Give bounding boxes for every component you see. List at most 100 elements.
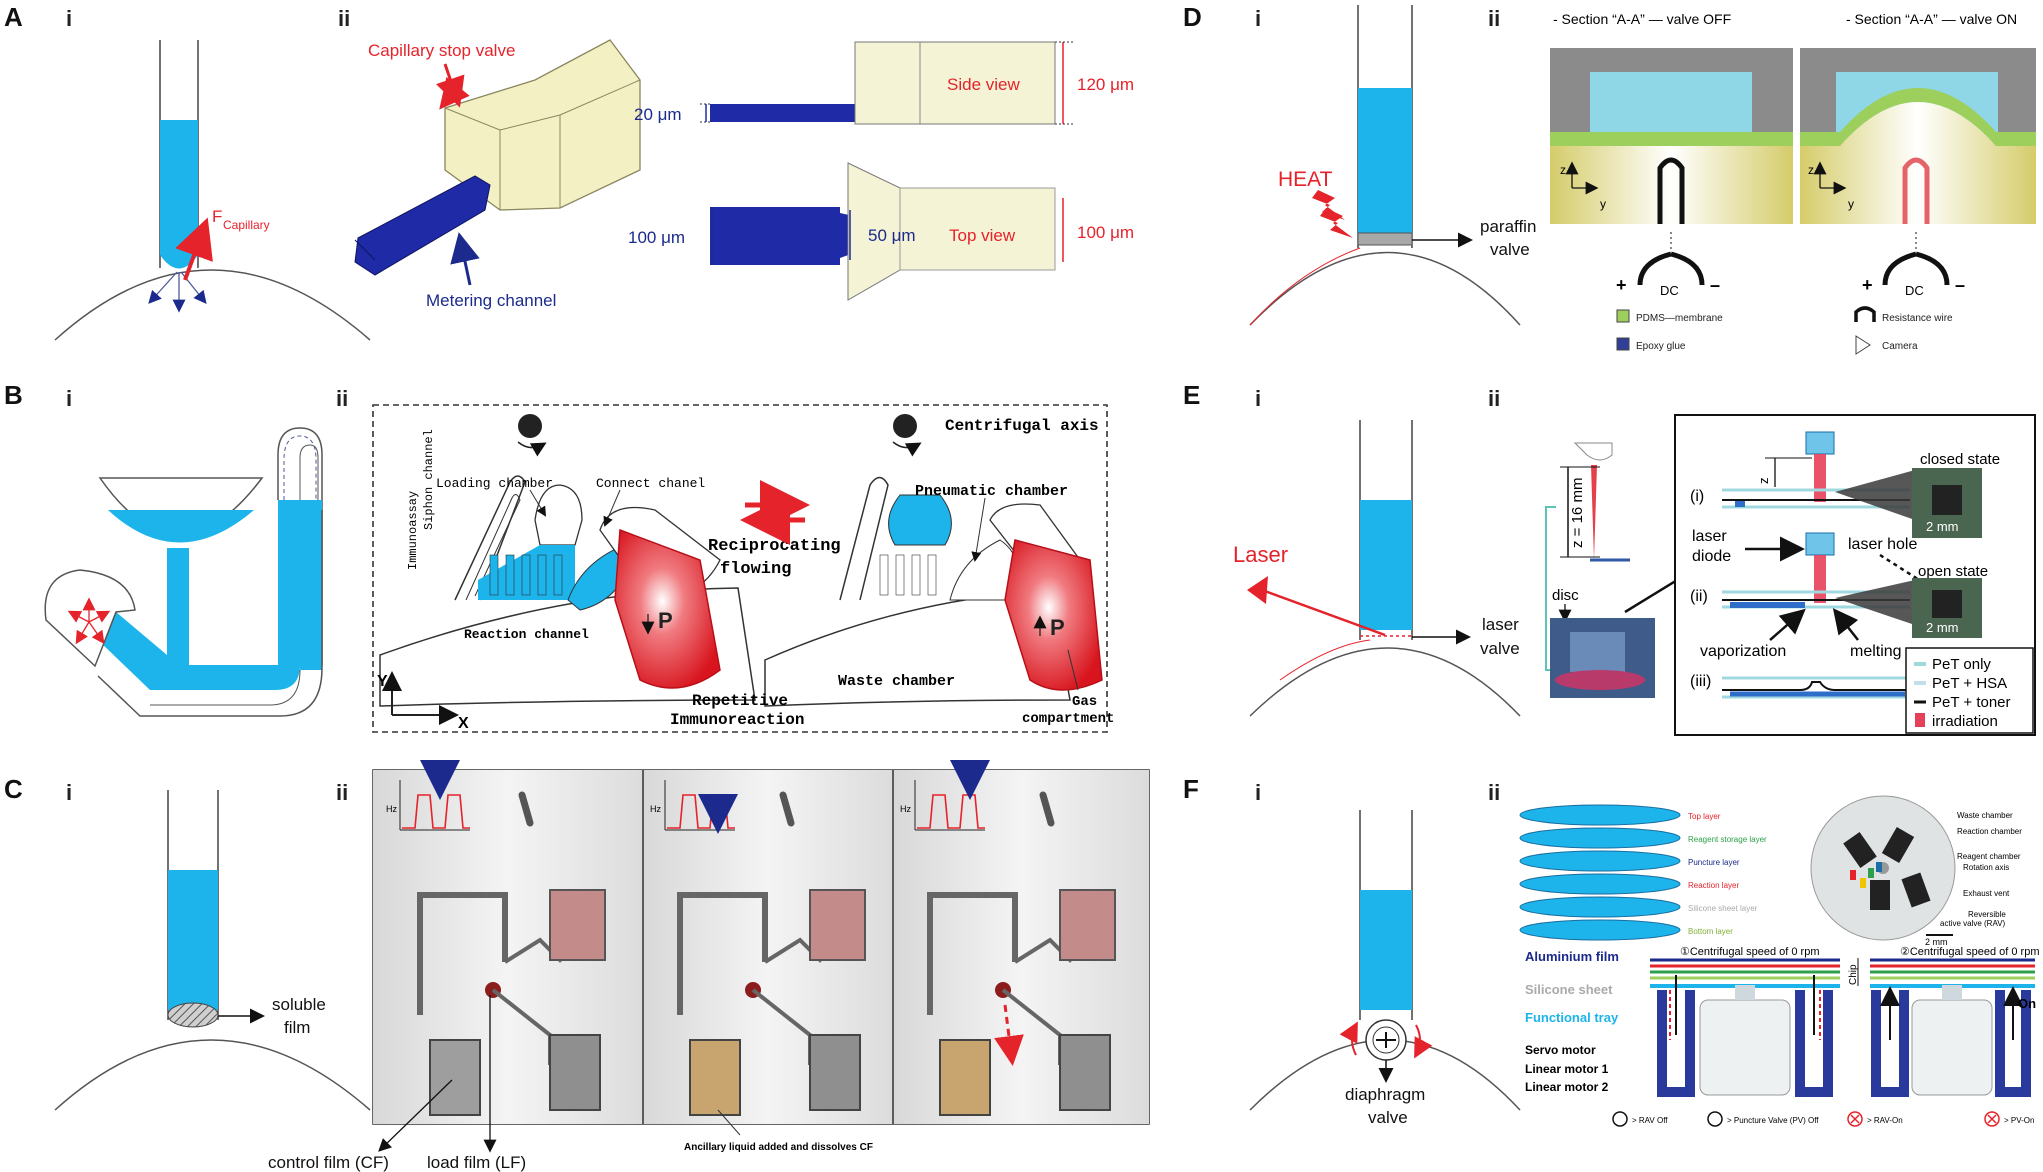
scale-1-label: 2 mm xyxy=(1926,519,1959,534)
legend-pet-hsa: PeT + HSA xyxy=(1932,675,2007,692)
scale-2-label: 2 mm xyxy=(1926,620,1959,635)
laser-diode-label-1: laser xyxy=(1692,528,1727,545)
minus-on: – xyxy=(1955,275,1965,295)
vaporization-label: vaporization xyxy=(1700,643,1786,660)
e-i-laser-diagram: laser valve Laser xyxy=(1233,420,1521,717)
d-ii-section-on: - Section “A-A” — valve ON z y + – DC Re… xyxy=(1800,11,2036,355)
pv-on-label: > PV-On xyxy=(2004,1116,2034,1125)
y-label-off: y xyxy=(1600,197,1606,211)
pv-off-label: > Puncture Valve (PV) Off xyxy=(1727,1116,1819,1125)
laser-diode-label-2: diode xyxy=(1692,548,1731,565)
paraffin-valve-label-2: valve xyxy=(1490,240,1530,259)
repetitive-label-2: Immunoreaction xyxy=(670,711,804,729)
panel-b: B i ii xyxy=(4,380,1114,733)
laser-hole-label: laser hole xyxy=(1848,536,1917,553)
panel-b-i-label: i xyxy=(66,386,72,411)
p-left-label: P xyxy=(658,608,673,633)
panel-a-ii-label: ii xyxy=(338,6,350,31)
f-capillary-subscript: Capillary xyxy=(223,218,270,232)
plus-off: + xyxy=(1616,275,1627,295)
a-ii-top-view: Top view 50 μm 100 μm 100 μm xyxy=(628,162,1134,301)
section-on-label: - Section “A-A” — valve ON xyxy=(1846,11,2017,27)
e-ii-detail: z (i) closed state 2 mm laser diode lase… xyxy=(1690,431,2000,699)
reaction-channel-label: Reaction channel xyxy=(464,627,589,642)
b-ii-disc-left: P xyxy=(379,414,756,707)
servo-motor-label: Servo motor xyxy=(1525,1043,1596,1057)
legend-pet-only: PeT only xyxy=(1932,656,1991,673)
f-ii-layer-stack: Top layer Reagent storage layer Puncture… xyxy=(1519,804,1767,941)
layer-reaction: Reaction layer xyxy=(1688,881,1739,890)
a-ii-side-view: Side view 20 μm 120 μm xyxy=(634,41,1134,125)
z-small-label: z xyxy=(1756,478,1771,485)
dim-100-left-label: 100 μm xyxy=(628,228,685,247)
panel-f-letter: F xyxy=(1183,774,1199,804)
pneumatic-chamber-label: Pneumatic chamber xyxy=(915,483,1068,500)
linear-motor-1-label: Linear motor 1 xyxy=(1525,1062,1609,1076)
siphon-channel-label: Siphon channel xyxy=(422,429,436,530)
epoxy-legend-label: Epoxy glue xyxy=(1636,341,1686,352)
x-axis-label: X xyxy=(458,715,469,732)
hz-label-1: Hz xyxy=(386,804,397,814)
silicone-sheet-label: Silicone sheet xyxy=(1525,982,1613,997)
z-16mm-label: z = 16 mm xyxy=(1569,478,1586,548)
y-label-on: y xyxy=(1848,197,1854,211)
chip-label: Chip xyxy=(1848,964,1859,985)
z-label-off: z xyxy=(1560,163,1566,177)
a-ii-3d-valve: Capillary stop valve Metering channel xyxy=(354,39,641,310)
speed-1-label: ①Centrifugal speed of 0 rpm xyxy=(1680,946,1820,958)
paraffin-valve-label-1: paraffin xyxy=(1480,217,1536,236)
soluble-film-label-1: soluble xyxy=(272,995,326,1014)
legend-irradiation: irradiation xyxy=(1932,713,1998,730)
dim-100-right-label: 100 μm xyxy=(1077,223,1134,242)
f-capillary-label: F xyxy=(212,207,222,226)
panel-d-i-label: i xyxy=(1255,6,1261,31)
diaphragm-valve-label-2: valve xyxy=(1368,1108,1408,1127)
panel-c-letter: C xyxy=(4,774,23,804)
pdms-legend-label: PDMS—membrane xyxy=(1636,313,1723,324)
panel-f: F i ii diaphragm valve Top layer xyxy=(1183,774,2040,1127)
y-axis-label: Y xyxy=(377,673,388,690)
laser-label: Laser xyxy=(1233,542,1288,567)
dc-label-off: DC xyxy=(1660,283,1679,298)
heat-label: HEAT xyxy=(1278,168,1333,191)
reciprocating-label-1: Reciprocating xyxy=(708,537,841,556)
photo-rotation-axis: Rotation axis xyxy=(1963,863,2009,872)
rav-off-icon xyxy=(1612,1111,1628,1127)
c-i-soluble-diagram: soluble film xyxy=(54,790,371,1111)
top-view-label: Top view xyxy=(949,226,1016,245)
heat-bolt-1 xyxy=(1312,190,1345,220)
on-label: On xyxy=(2018,996,2036,1011)
d-ii-section-off: - Section “A-A” — valve OFF z y + – DC P… xyxy=(1550,11,1793,352)
panel-d-ii-label: ii xyxy=(1488,6,1500,31)
panel-b-ii-label: ii xyxy=(336,386,348,411)
section-off-label: - Section “A-A” — valve OFF xyxy=(1553,11,1731,27)
laser-valve-label-2: valve xyxy=(1480,639,1520,658)
panel-e-i-label: i xyxy=(1255,386,1261,411)
gas-compartment-label-2: compartment xyxy=(1022,711,1114,727)
legend-pet-toner: PeT + toner xyxy=(1932,694,2011,711)
f-ii-chip-stack-2 xyxy=(1870,958,2035,1097)
panel-e-ii-label: ii xyxy=(1488,386,1500,411)
hz-label-3: Hz xyxy=(900,804,911,814)
laser-valve-label-1: laser xyxy=(1482,615,1519,634)
layer-reagent-storage: Reagent storage layer xyxy=(1688,835,1767,844)
heat-bolt-2 xyxy=(1320,208,1353,238)
f-i-diaphragm-diagram: diaphragm valve xyxy=(1249,810,1521,1127)
camera-icon xyxy=(1855,335,1871,355)
rav-off-label: > RAV Off xyxy=(1632,1116,1668,1125)
c-ii-frame-1: Hz xyxy=(373,760,643,1124)
layer-puncture: Puncture layer xyxy=(1688,858,1740,867)
aluminium-film-label: Aluminium film xyxy=(1525,949,1619,964)
p-right-label: P xyxy=(1050,615,1065,640)
pv-off-icon xyxy=(1707,1111,1723,1127)
step-i-label: (i) xyxy=(1690,488,1704,505)
reciprocating-label-2: flowing xyxy=(720,560,791,579)
immunoassay-label: Immunoassay xyxy=(406,491,420,570)
open-state-label: open state xyxy=(1918,563,1988,580)
layer-top: Top layer xyxy=(1688,812,1721,821)
disc-label: disc xyxy=(1552,587,1579,604)
panel-f-i-label: i xyxy=(1255,780,1261,805)
a-i-capillary-diagram: F Capillary xyxy=(54,40,371,341)
dc-label-on: DC xyxy=(1905,283,1924,298)
